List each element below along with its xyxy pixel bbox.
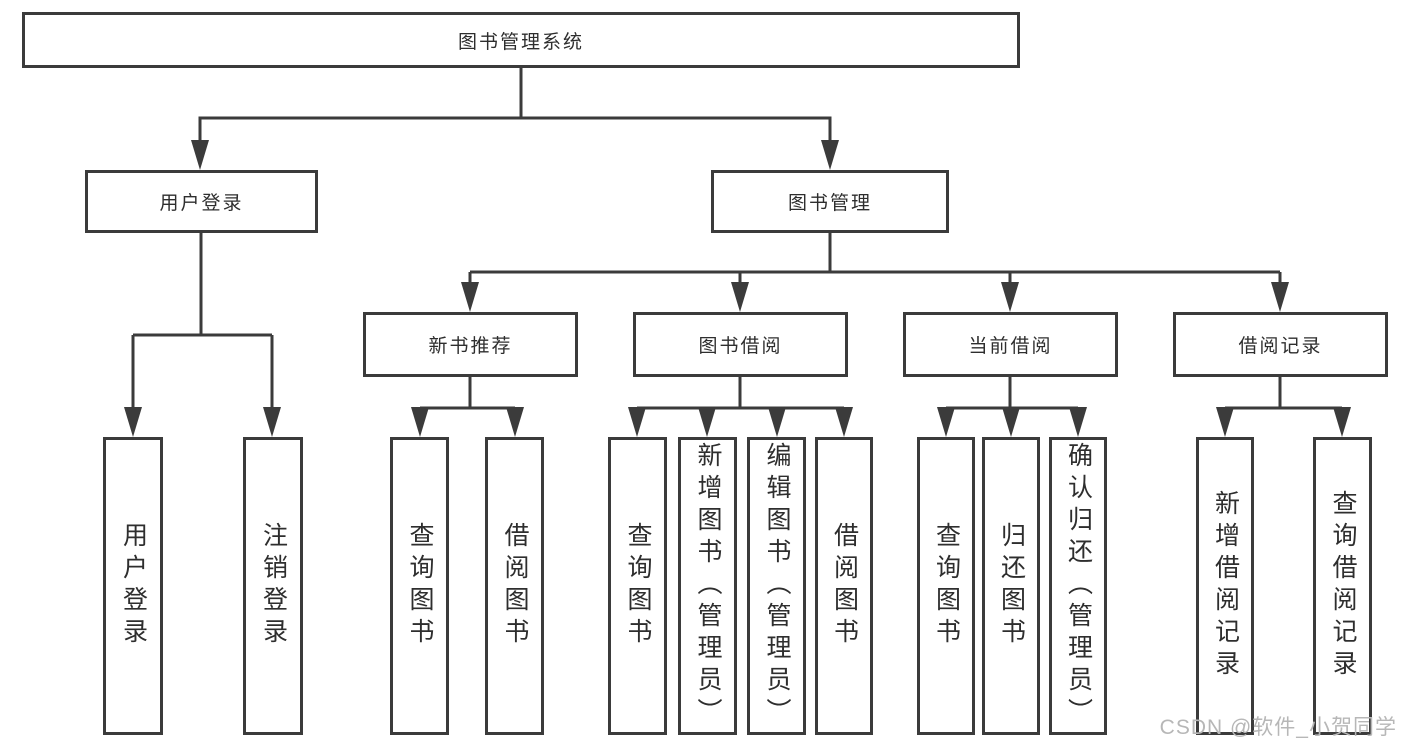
connector-line	[637, 377, 844, 410]
node-label: 查询图书	[624, 522, 652, 650]
leaf-query-books-2: 查询图书	[608, 437, 667, 735]
leaf-confirm-return-admin: 确认归还（管理员）	[1049, 437, 1107, 735]
node-label: 图书管理	[787, 193, 872, 214]
node-book-management: 图书管理	[711, 170, 949, 233]
leaf-add-borrow-record: 新增借阅记录	[1196, 437, 1254, 735]
node-label: 借阅图书	[501, 522, 529, 650]
node-label: 查询图书	[406, 522, 434, 650]
arrow-icon	[1002, 407, 1020, 437]
leaf-borrow-books-1: 借阅图书	[485, 437, 544, 735]
watermark: CSDN @软件_小贺同学	[1159, 716, 1397, 739]
leaf-query-borrow-record: 查询借阅记录	[1313, 437, 1372, 735]
arrow-icon	[263, 407, 281, 437]
arrow-icon	[731, 282, 749, 312]
arrow-icon	[1069, 407, 1087, 437]
node-label: 编辑图书（管理员）	[763, 442, 791, 730]
leaf-return-book: 归还图书	[982, 437, 1040, 735]
node-borrow-records: 借阅记录	[1173, 312, 1388, 377]
node-label: 确认归还（管理员）	[1064, 442, 1093, 730]
leaf-borrow-books-2: 借阅图书	[815, 437, 873, 735]
node-label: 新增借阅记录	[1211, 490, 1240, 682]
arrow-icon	[628, 407, 646, 437]
arrow-icon	[937, 407, 955, 437]
leaf-user-login: 用户登录	[103, 437, 163, 735]
node-new-book-recommend: 新书推荐	[363, 312, 578, 377]
connector-line	[1225, 377, 1342, 410]
node-label: 借阅图书	[830, 522, 859, 650]
arrow-icon	[1001, 282, 1019, 312]
connector-line	[420, 377, 515, 410]
arrow-icon	[821, 140, 839, 170]
arrow-icon	[698, 407, 716, 437]
node-label: 归还图书	[997, 522, 1026, 650]
connector-line	[468, 233, 1282, 284]
arrow-icon	[1333, 407, 1351, 437]
connector-line	[946, 377, 1078, 410]
node-label: 新增图书（管理员）	[694, 442, 722, 730]
arrow-icon	[768, 407, 786, 437]
arrow-icon	[506, 407, 524, 437]
node-label: 图书借阅	[698, 336, 783, 357]
node-label: 查询借阅记录	[1329, 490, 1357, 682]
leaf-edit-book-admin: 编辑图书（管理员）	[747, 437, 806, 735]
arrow-icon	[124, 407, 142, 437]
arrow-icon	[411, 407, 429, 437]
connector-line	[198, 66, 832, 142]
node-label: 借阅记录	[1238, 336, 1323, 357]
node-label: 注销登录	[259, 522, 288, 650]
leaf-query-books-3: 查询图书	[917, 437, 975, 735]
node-book-borrow: 图书借阅	[633, 312, 848, 377]
node-label: 查询图书	[932, 522, 961, 650]
node-label: 用户登录	[159, 193, 244, 214]
arrow-icon	[191, 140, 209, 170]
node-current-borrow: 当前借阅	[903, 312, 1118, 377]
leaf-add-book-admin: 新增图书（管理员）	[678, 437, 737, 735]
node-label: 用户登录	[119, 522, 148, 650]
connector-line	[131, 233, 274, 409]
leaf-query-books-1: 查询图书	[390, 437, 449, 735]
node-root: 图书管理系统	[22, 12, 1020, 68]
arrow-icon	[461, 282, 479, 312]
leaf-logout: 注销登录	[243, 437, 303, 735]
node-label: 新书推荐	[428, 336, 513, 357]
arrow-icon	[1216, 407, 1234, 437]
node-label: 图书管理系统	[457, 31, 584, 53]
node-label: 当前借阅	[968, 336, 1053, 357]
arrow-icon	[1271, 282, 1289, 312]
arrow-icon	[835, 407, 853, 437]
node-user-login: 用户登录	[85, 170, 318, 233]
